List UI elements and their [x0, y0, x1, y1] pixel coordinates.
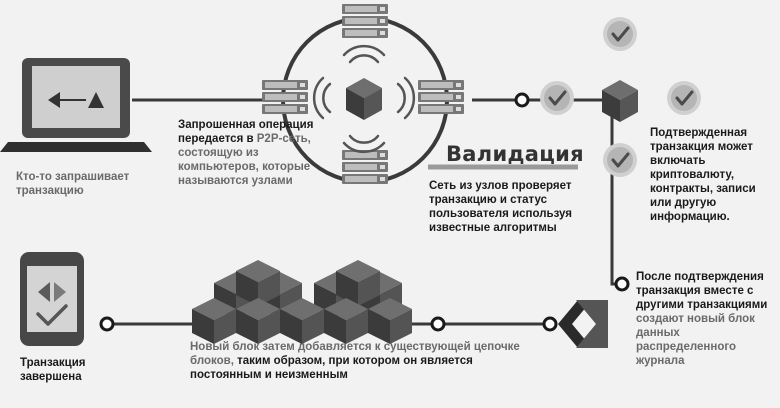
combine-text: После подтверждения транзакция вместе с … [636, 270, 778, 368]
validation-title: Валидация [446, 142, 584, 166]
check-badge-icon-top [601, 15, 639, 53]
append-text-muted: Новый блок затем добавляется к существую… [190, 341, 520, 367]
broadcast-text-muted: P2P-сеть, состоящую из компьютеров, кото… [178, 133, 311, 187]
server-icon-right [418, 80, 464, 114]
cube-icon-validated [602, 80, 638, 122]
check-badge-icon-right [665, 79, 703, 117]
phone-icon [20, 252, 84, 346]
verified-text: Подтвержденная транзакция может включать… [650, 127, 756, 223]
laptop-icon [0, 58, 152, 152]
broadcast-text-strong: Запрошенная операция передается в [178, 119, 314, 145]
combine-text-muted: создают новый блок данных распределенног… [636, 313, 755, 367]
append-text-strong: таким образом, при котором он является п… [190, 355, 473, 381]
request-text: Кто-то запрашивает транзакцию [16, 171, 130, 197]
server-icon-bottom [342, 150, 388, 184]
validation-text: Сеть из узлов проверяет транзакцию и ста… [429, 180, 572, 234]
cube-icon-center [346, 78, 382, 120]
server-icon-top [342, 4, 388, 38]
complete-text: Транзакция завершена [20, 357, 86, 383]
connector-nodes [99, 92, 630, 332]
check-badge-icon-left [538, 79, 576, 117]
check-badge-icon-bottom [601, 141, 639, 179]
broadcast-text: Запрошенная операция передается в P2P-се… [178, 118, 328, 188]
block-chain-icon [192, 260, 412, 344]
append-text: Новый блок затем добавляется к существую… [190, 340, 530, 382]
server-icon-left [262, 80, 308, 114]
signal-waves [312, 44, 416, 154]
new-block-icon [558, 300, 608, 348]
combine-text-strong: После подтверждения транзакция вместе с … [636, 271, 768, 311]
